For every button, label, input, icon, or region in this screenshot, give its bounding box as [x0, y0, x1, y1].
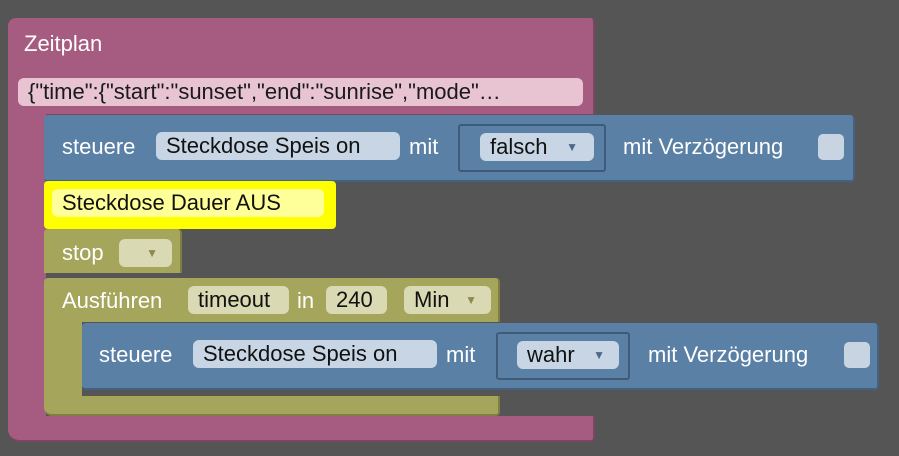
- control-2-with-label: mit: [446, 342, 476, 367]
- timeout-label: Ausführen: [62, 288, 163, 313]
- timeout-in-label: in: [297, 288, 315, 313]
- control-2-delay-label: mit Verzögerung: [648, 342, 809, 367]
- control-2-device-field[interactable]: Steckdose Speis on: [193, 340, 437, 368]
- control-1-with-label: mit: [409, 134, 439, 159]
- timeout-block-footer[interactable]: [44, 396, 500, 416]
- timeout-unit-value: Min: [414, 287, 450, 312]
- control-1-device-field[interactable]: Steckdose Speis on: [156, 132, 400, 160]
- control-2-delay-checkbox[interactable]: [844, 342, 870, 368]
- chevron-down-icon: ▼: [566, 140, 578, 154]
- timeout-unit-dropdown[interactable]: Min ▼: [404, 286, 491, 314]
- chevron-down-icon: ▼: [593, 348, 605, 362]
- schedule-block-spine[interactable]: [8, 110, 46, 430]
- comment-text-field[interactable]: Steckdose Dauer AUS: [52, 189, 324, 217]
- timeout-duration-field[interactable]: 240: [326, 286, 387, 314]
- control-1-value-text: falsch: [490, 134, 548, 159]
- control-1-delay-label: mit Verzögerung: [623, 134, 784, 159]
- schedule-text-field[interactable]: {"time":{"start":"sunset","end":"sunrise…: [18, 78, 583, 106]
- control-2-value-dropdown[interactable]: wahr ▼: [517, 341, 619, 369]
- control-1-label: steuere: [62, 134, 136, 159]
- control-2-value-text: wahr: [527, 342, 575, 367]
- chevron-down-icon: ▼: [146, 246, 158, 260]
- control-2-label: steuere: [99, 342, 173, 367]
- stop-label: stop: [62, 240, 104, 265]
- schedule-label: Zeitplan: [24, 31, 103, 56]
- control-1-value-dropdown[interactable]: falsch ▼: [480, 133, 594, 161]
- timeout-block-spine[interactable]: [44, 318, 82, 408]
- stop-dropdown[interactable]: ▼: [119, 239, 172, 267]
- chevron-down-icon: ▼: [465, 293, 477, 307]
- schedule-block-footer[interactable]: [8, 416, 595, 442]
- control-1-delay-checkbox[interactable]: [818, 134, 844, 160]
- timeout-name-field[interactable]: timeout: [188, 286, 289, 314]
